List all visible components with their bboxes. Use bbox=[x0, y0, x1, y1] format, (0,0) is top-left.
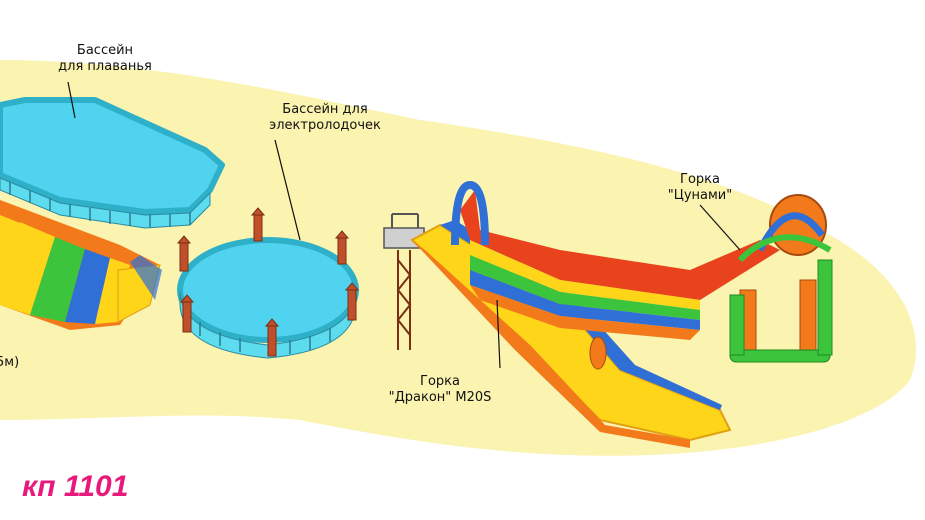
tsunami-slide-label-line2: "Цунами" bbox=[667, 188, 733, 203]
leader-lines bbox=[67, 81, 741, 369]
swimming-pool bbox=[0, 97, 225, 229]
tsunami-slide-label-line1: Горка bbox=[680, 172, 720, 187]
tsunami-tower bbox=[729, 194, 833, 363]
dragon-slide-label: Горка "Дракон" М20S bbox=[365, 374, 515, 406]
dragon-slide-label-line1: Горка bbox=[420, 374, 460, 389]
pool-swim-label-line2: для плаванья bbox=[58, 59, 152, 74]
partial-label: 5м) bbox=[0, 355, 20, 370]
pool-boat-label-line1: Бассейн для bbox=[282, 102, 368, 117]
pool-swim-label: Бассейн для плаванья bbox=[45, 43, 165, 75]
electroboat-pool bbox=[176, 207, 360, 359]
tsunami-slide bbox=[451, 180, 833, 363]
catalog-code: кп 1101 bbox=[22, 470, 129, 503]
pool-boat-label: Бассейн для электролодочек bbox=[250, 102, 400, 134]
striped-inflatable bbox=[0, 200, 162, 330]
pool-boat-label-line2: электролодочек bbox=[269, 118, 381, 133]
tsunami-slide-label: Горка "Цунами" bbox=[640, 172, 760, 204]
dragon-slide-label-line2: "Дракон" М20S bbox=[388, 390, 492, 405]
pool-swim-label-line1: Бассейн bbox=[76, 43, 134, 58]
